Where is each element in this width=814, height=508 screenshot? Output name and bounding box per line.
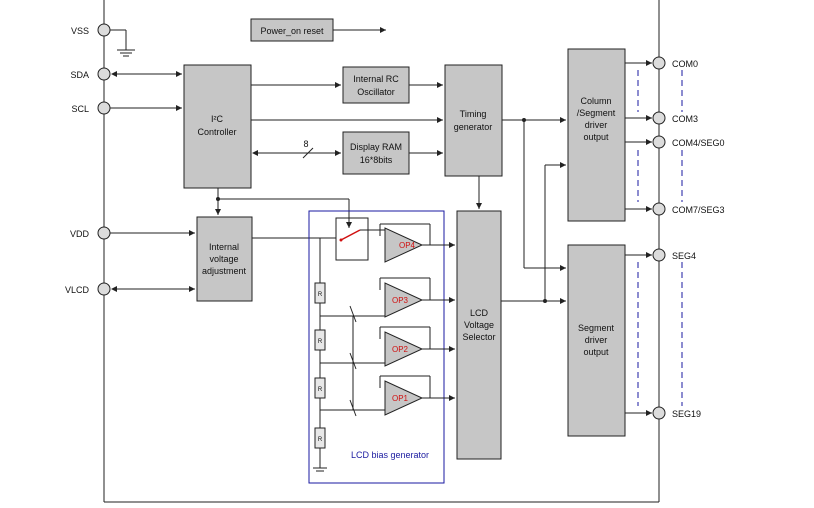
svg-text:R: R (318, 292, 323, 298)
svg-text:COM7/SEG3: COM7/SEG3 (672, 205, 725, 215)
svg-text:16*8bits: 16*8bits (360, 155, 393, 165)
pin-seg19: SEG19 (652, 406, 701, 420)
svg-text:SDA: SDA (70, 70, 89, 80)
pin-com4-seg0: COM4/SEG0 (652, 135, 725, 149)
segment-outputs (625, 252, 683, 416)
segment-driver-block: Segment driver output (567, 244, 626, 437)
svg-text:R: R (318, 437, 323, 443)
svg-text:Voltage: Voltage (464, 320, 494, 330)
svg-text:Oscillator: Oscillator (357, 87, 395, 97)
opamp-op2: OP2 (379, 326, 455, 367)
svg-text:Power_on reset: Power_on reset (260, 26, 324, 36)
svg-text:Segment: Segment (578, 323, 615, 333)
svg-text:OP2: OP2 (392, 345, 409, 354)
bias-generator-label: LCD bias generator (351, 450, 429, 460)
svg-text:OP4: OP4 (399, 241, 416, 250)
svg-text:COM3: COM3 (672, 114, 698, 124)
timing-generator-block: Timing generator (444, 64, 503, 177)
svg-text:COM0: COM0 (672, 59, 698, 69)
svg-text:adjustment: adjustment (202, 266, 247, 276)
pin-vdd: VDD (70, 226, 195, 240)
lcd-voltage-selector-block: LCD Voltage Selector (456, 210, 502, 460)
column-segment-driver-block: Column /Segment driver output (567, 48, 626, 222)
svg-text:R: R (318, 339, 323, 345)
svg-text:COM4/SEG0: COM4/SEG0 (672, 138, 725, 148)
resistor-ladder: R R R R (313, 282, 327, 472)
svg-text:output: output (583, 347, 609, 357)
pin-com0: COM0 (652, 56, 698, 70)
svg-text:Column: Column (580, 96, 611, 106)
svg-text:/Segment: /Segment (577, 108, 616, 118)
svg-text:Controller: Controller (197, 127, 236, 137)
svg-text:LCD: LCD (470, 308, 489, 318)
display-ram-block: Display RAM 16*8bits (342, 131, 410, 175)
svg-text:Display RAM: Display RAM (350, 142, 402, 152)
svg-text:VSS: VSS (71, 26, 89, 36)
svg-text:output: output (583, 132, 609, 142)
svg-text:SEG19: SEG19 (672, 409, 701, 419)
pin-sda: SDA (70, 67, 182, 81)
svg-text:VDD: VDD (70, 229, 90, 239)
svg-text:Internal RC: Internal RC (353, 74, 399, 84)
column-segment-outputs (625, 60, 683, 212)
lcd-bias-generator: LCD bias generator R R R R (308, 210, 455, 484)
svg-text:OP1: OP1 (392, 394, 409, 403)
pin-com7-seg3: COM7/SEG3 (652, 202, 725, 216)
pin-vlcd: VLCD (65, 282, 195, 296)
i2c-controller-block: I²C Controller (183, 64, 252, 189)
svg-text:SCL: SCL (71, 104, 89, 114)
svg-text:driver: driver (585, 335, 608, 345)
voltage-adjustment-block: Internal voltage adjustment (196, 216, 253, 302)
svg-text:Internal: Internal (209, 242, 239, 252)
opamp-op4: OP4 (379, 223, 455, 263)
rc-oscillator-block: Internal RC Oscillator (342, 66, 410, 104)
svg-text:Timing: Timing (460, 109, 487, 119)
svg-text:Selector: Selector (462, 332, 495, 342)
svg-text:R: R (318, 387, 323, 393)
svg-text:VLCD: VLCD (65, 285, 90, 295)
svg-text:I²C: I²C (211, 114, 223, 124)
opamp-op3: OP3 (379, 277, 455, 318)
pin-seg4: SEG4 (652, 248, 696, 262)
svg-text:generator: generator (454, 122, 493, 132)
svg-text:OP3: OP3 (392, 296, 409, 305)
svg-text:voltage: voltage (209, 254, 238, 264)
bus-width-label: 8 (303, 139, 308, 149)
pin-vss: VSS (71, 23, 135, 57)
pin-com3: COM3 (652, 111, 698, 125)
control-wires: 8 (215, 82, 566, 304)
power-on-reset-block: Power_on reset (250, 18, 386, 42)
svg-text:driver: driver (585, 120, 608, 130)
svg-text:SEG4: SEG4 (672, 251, 696, 261)
opamp-op1: OP1 (379, 375, 455, 416)
pin-scl: SCL (71, 101, 182, 115)
